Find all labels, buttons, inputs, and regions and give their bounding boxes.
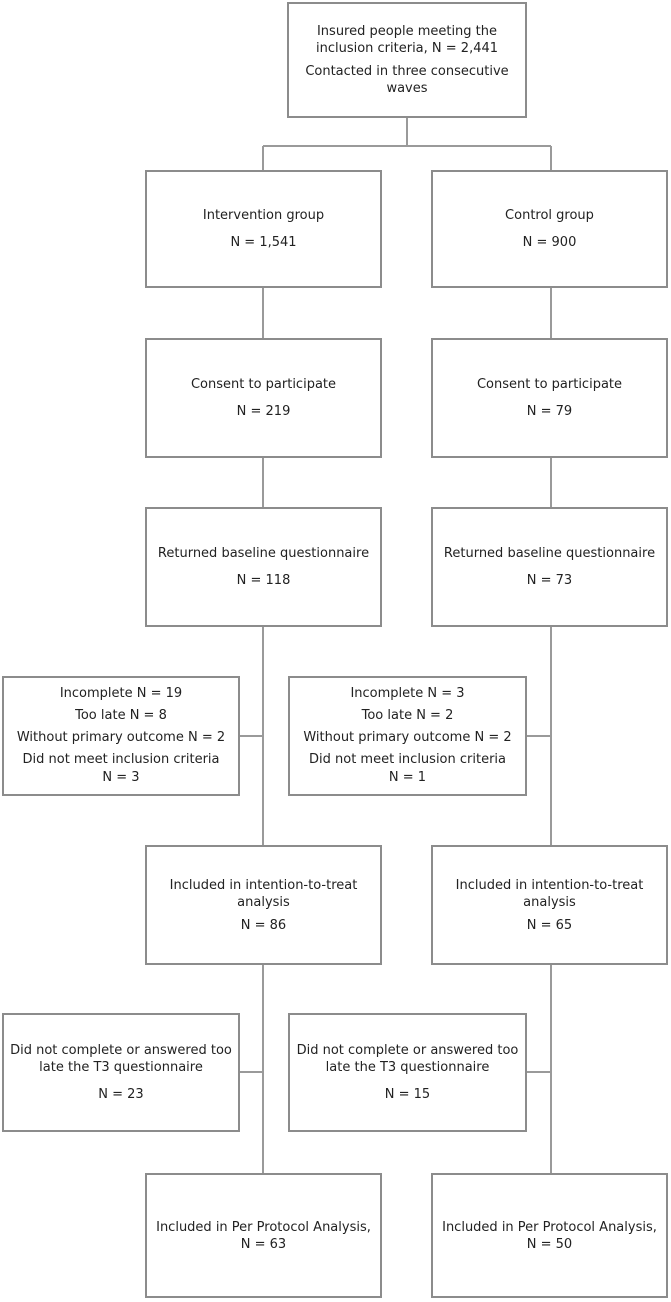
control-exclusion-box: Incomplete N = 3 Too late N = 2 Without … bbox=[288, 676, 527, 796]
root-line1: Insured people meeting the bbox=[316, 24, 498, 39]
control-baseline-n: N = 73 bbox=[526, 573, 573, 588]
root-box: Insured people meeting the inclusion cri… bbox=[287, 2, 527, 118]
intervention-group-box: Intervention group N = 1,541 bbox=[145, 170, 382, 288]
control-itt-line2: analysis bbox=[523, 894, 576, 910]
control-pp-line1: Included in Per Protocol Analysis, bbox=[442, 1219, 657, 1235]
control-consent-box: Consent to participate N = 79 bbox=[431, 338, 668, 458]
control-excl-incomplete: Incomplete N = 3 bbox=[350, 686, 465, 701]
intervention-excl-noprimary: Without primary outcome N = 2 bbox=[16, 730, 226, 745]
root-line4: waves bbox=[386, 81, 428, 96]
control-excl-noprimary: Without primary outcome N = 2 bbox=[303, 730, 512, 745]
control-itt-line1: Included in intention-to-treat bbox=[455, 877, 644, 893]
root-line3: Contacted in three consecutive bbox=[305, 64, 509, 79]
control-t3-line1: Did not complete or answered too bbox=[296, 1043, 519, 1058]
intervention-baseline-label: Returned baseline questionnaire bbox=[157, 546, 370, 561]
intervention-itt-n: N = 86 bbox=[240, 917, 287, 933]
intervention-excl-criteria: Did not meet inclusion criteria bbox=[22, 752, 220, 767]
intervention-consent-label: Consent to participate bbox=[190, 377, 337, 392]
intervention-baseline-box: Returned baseline questionnaire N = 118 bbox=[145, 507, 382, 627]
intervention-consent-box: Consent to participate N = 219 bbox=[145, 338, 382, 458]
control-t3-box: Did not complete or answered too late th… bbox=[288, 1013, 527, 1132]
control-itt-n: N = 65 bbox=[526, 917, 573, 933]
control-pp-box: Included in Per Protocol Analysis, N = 5… bbox=[431, 1173, 668, 1298]
control-excl-late: Too late N = 2 bbox=[361, 708, 454, 723]
control-excl-criteria: Did not meet inclusion criteria bbox=[309, 752, 506, 767]
intervention-excl-incomplete: Incomplete N = 19 bbox=[59, 686, 183, 701]
intervention-t3-line2: late the T3 questionnaire bbox=[39, 1060, 203, 1075]
intervention-t3-line1: Did not complete or answered too bbox=[10, 1043, 232, 1058]
control-t3-n: N = 15 bbox=[384, 1087, 431, 1102]
control-pp-n: N = 50 bbox=[526, 1236, 573, 1252]
intervention-consent-n: N = 219 bbox=[236, 404, 291, 419]
intervention-itt-box: Included in intention-to-treat analysis … bbox=[145, 845, 382, 965]
intervention-pp-n: N = 63 bbox=[240, 1236, 287, 1252]
control-baseline-box: Returned baseline questionnaire N = 73 bbox=[431, 507, 668, 627]
intervention-excl-late: Too late N = 8 bbox=[75, 708, 167, 723]
intervention-t3-box: Did not complete or answered too late th… bbox=[2, 1013, 240, 1132]
control-group-n: N = 900 bbox=[522, 235, 577, 250]
intervention-exclusion-box: Incomplete N = 19 Too late N = 8 Without… bbox=[2, 676, 240, 796]
intervention-excl-criteria-n: N = 3 bbox=[102, 770, 140, 785]
intervention-pp-line1: Included in Per Protocol Analysis, bbox=[156, 1219, 371, 1235]
intervention-group-n: N = 1,541 bbox=[230, 235, 297, 250]
root-line2: inclusion criteria, N = 2,441 bbox=[315, 41, 499, 56]
control-itt-box: Included in intention-to-treat analysis … bbox=[431, 845, 668, 965]
control-consent-n: N = 79 bbox=[526, 404, 573, 419]
control-excl-criteria-n: N = 1 bbox=[388, 770, 427, 785]
intervention-group-label: Intervention group bbox=[202, 208, 325, 223]
control-group-box: Control group N = 900 bbox=[431, 170, 668, 288]
intervention-t3-n: N = 23 bbox=[98, 1087, 144, 1102]
control-baseline-label: Returned baseline questionnaire bbox=[443, 546, 656, 561]
control-t3-line2: late the T3 questionnaire bbox=[325, 1060, 490, 1075]
intervention-pp-box: Included in Per Protocol Analysis, N = 6… bbox=[145, 1173, 382, 1298]
intervention-itt-line1: Included in intention-to-treat bbox=[169, 877, 358, 893]
intervention-itt-line2: analysis bbox=[237, 894, 290, 910]
control-group-label: Control group bbox=[505, 208, 594, 223]
intervention-baseline-n: N = 118 bbox=[236, 573, 291, 588]
control-consent-label: Consent to participate bbox=[476, 377, 623, 392]
